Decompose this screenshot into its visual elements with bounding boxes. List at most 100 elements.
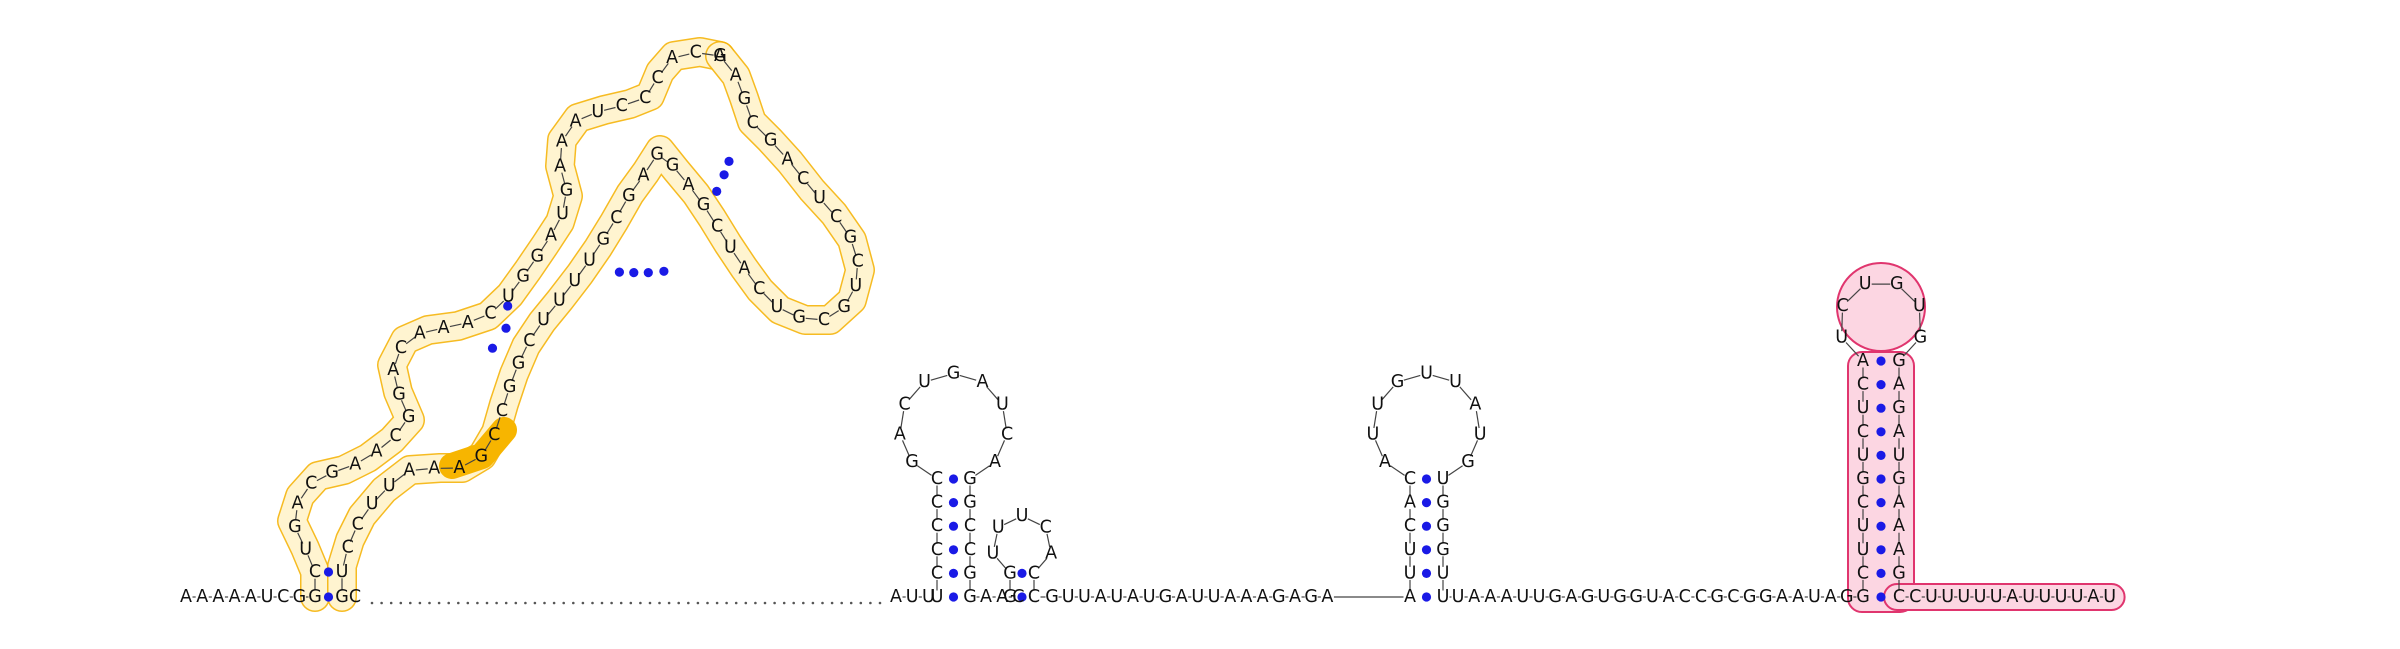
nucleotide: A [1127,587,1139,607]
nucleotide: A [212,587,224,607]
nucleotide: C [1679,587,1691,607]
nucleotide: U [1208,587,1221,607]
nucleotide: A [556,132,568,152]
backbone-bond [851,243,857,256]
nucleotide: U [849,276,862,296]
backbone-bond [746,105,752,117]
nucleotide: C [1404,516,1416,536]
nucleotide: A [438,318,450,338]
base-pair-dot [1421,545,1432,555]
nucleotide: G [325,463,339,483]
backbone-bond [561,172,566,185]
nucleotide: A [1857,351,1869,371]
gap-position [725,601,728,605]
backbone-bond [606,223,614,235]
nucleotide: A [1893,493,1905,513]
highlight-pink-loop [1836,262,1926,352]
nucleotide: A [1404,493,1416,513]
nucleotide: C [389,426,401,446]
gap-position [572,601,575,605]
nucleotide: C [898,395,910,415]
backbone-bond [930,374,948,381]
nucleotide: C [1857,375,1869,395]
backbone-bond [532,325,541,336]
backbone-bond [1046,533,1051,548]
backbone-bond [1902,342,1917,357]
backbone-bond [702,52,714,56]
gap-position [859,601,863,605]
base-pair-dot [948,568,959,579]
nucleotide: C [1727,587,1739,607]
nucleotide: G [1003,563,1017,583]
nucleotide: A [462,313,474,333]
nucleotide: U [1474,425,1487,445]
backbone-bond [959,374,977,381]
backbone-bond [547,305,556,316]
nucleotide: G [963,563,977,583]
nucleotide: G [512,354,526,374]
nucleotide: U [537,310,550,330]
backbone-bond [1002,411,1007,429]
nucleotide: U [1859,274,1872,294]
nucleotide: A [1224,587,1236,607]
backbone-bond [338,466,350,472]
nucleotide: G [1045,587,1059,607]
nucleotide: G [1743,587,1757,607]
nucleotide: A [180,587,192,607]
nucleotide: C [797,169,809,189]
nucleotide: G [503,377,517,397]
backbone-bond [565,126,573,137]
nucleotide: U [568,271,581,291]
base-pair-dot [1876,545,1886,555]
nucleotide: C [349,587,361,607]
nucleotide: U [1835,328,1848,348]
nucleotide: C [1857,563,1869,583]
gap-position [409,601,412,605]
nucleotide: A [1404,587,1416,607]
gap-position [840,601,843,605]
gap-position [562,601,565,605]
nucleotide: G [1892,563,1906,583]
gap-position [849,601,853,605]
backbone-bond [405,337,415,345]
nucleotide: G [844,228,858,248]
nucleotide: U [2022,587,2035,607]
nucleotide: U [1808,587,1821,607]
nucleotide: G [1892,351,1906,371]
nucleotide: C [484,304,496,324]
nucleotide: C [651,68,663,88]
nucleotide: G [1890,274,1904,294]
nucleotide: A [1825,587,1837,607]
gap-position [428,601,431,605]
base-pair-dot [948,592,959,602]
base-pair-dot [712,186,722,196]
gap-position [600,601,604,605]
nucleotide: U [922,587,935,607]
base-pair-dot [659,266,669,276]
nucleotide: U [1957,587,1970,607]
backbone-bond [900,411,905,429]
nucleotide: C [523,331,535,351]
backbone-bond [1037,557,1048,569]
base-pair-dot [1876,380,1886,390]
backbone-bond [997,440,1006,457]
nucleotide: G [1159,587,1173,607]
gap-position [476,601,479,605]
nucleotide: U [336,562,349,582]
nucleotide: C [931,516,943,536]
backbone-bond [855,268,858,280]
nucleotide: U [1990,587,2003,607]
nucleotide: U [383,476,396,496]
backbone-bond [839,221,848,233]
backbone-bond [678,53,690,58]
nucleotide: A [554,156,566,176]
gap-position [457,601,460,605]
backbone-bond [394,376,398,389]
nucleotide: A [989,452,1001,472]
nucleotide: U [1366,425,1379,445]
nucleotide: A [1893,540,1905,560]
nucleotide: A [371,442,383,462]
backbone-bond [562,196,566,208]
backbone-bond [1432,374,1450,381]
nucleotide: G [516,267,530,287]
